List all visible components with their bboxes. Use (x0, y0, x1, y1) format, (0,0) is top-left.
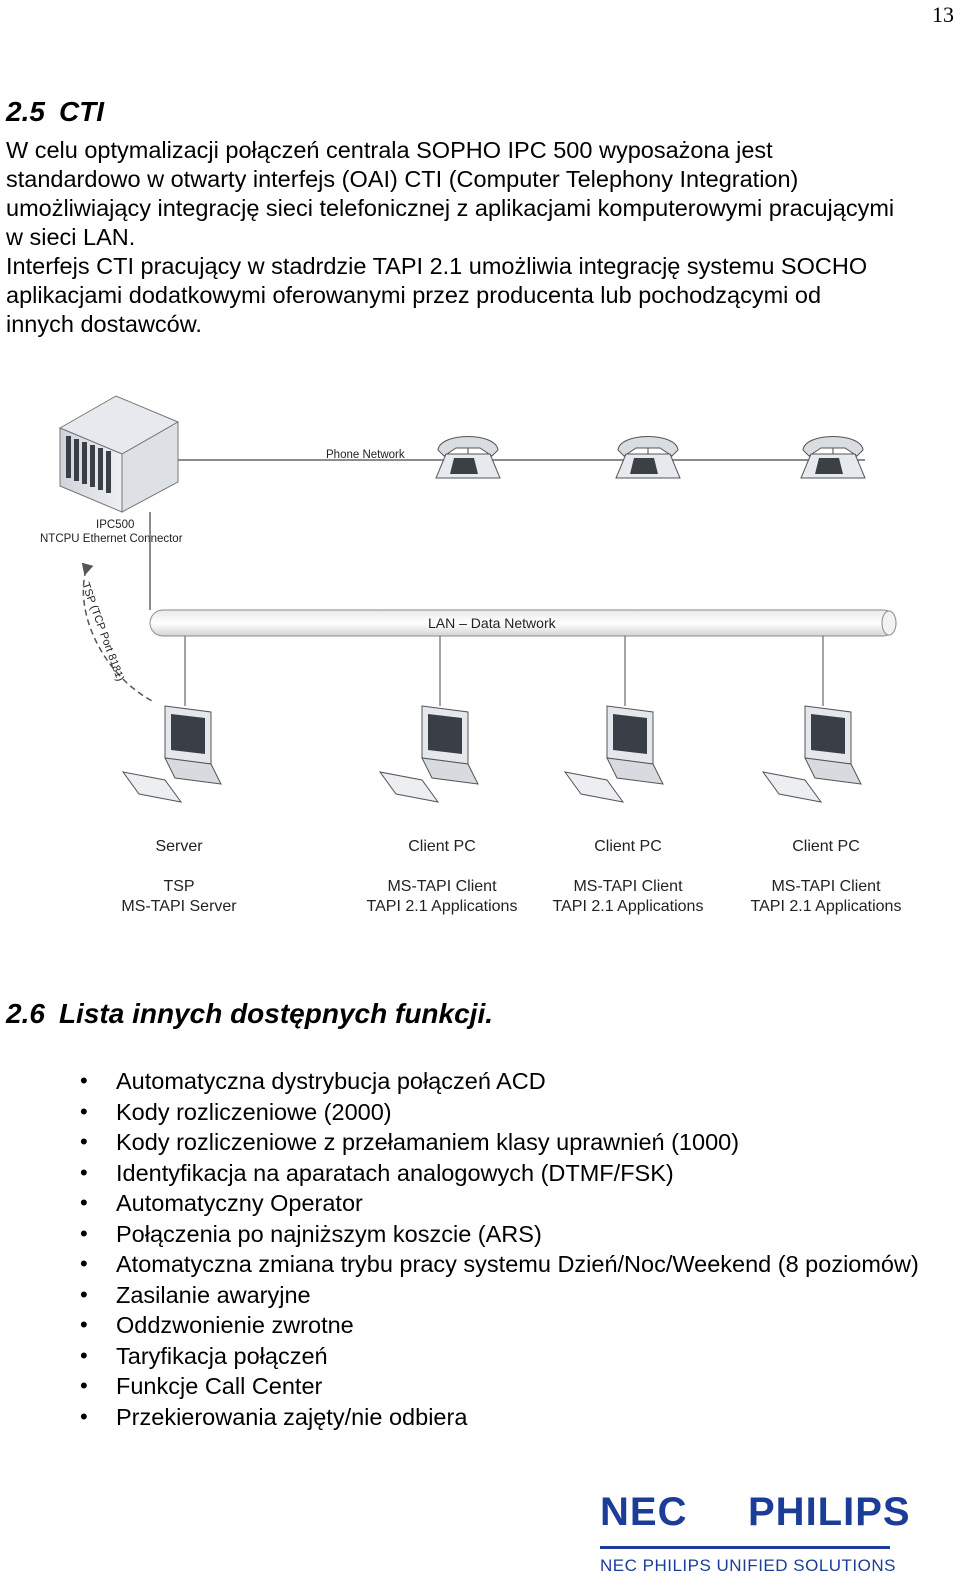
client-computer-icon (378, 705, 479, 803)
computer-role-line2: MS-TAPI Server (121, 898, 237, 915)
page-number: 13 (932, 2, 954, 27)
section-title: Lista innych dostępnych funkcji. (58, 998, 494, 1029)
section-number: 2.6 (6, 998, 45, 1029)
computer-role-line2: TAPI 2.1 Applications (751, 898, 902, 915)
computer-title: Client PC (594, 838, 662, 855)
diagram-canvas: Phone Network IPC500 NTCPU Ethernet Conn… (40, 395, 902, 915)
telephone-icon (435, 436, 501, 479)
list-item: Funkcje Call Center (80, 1371, 940, 1402)
computer-title: Server (155, 838, 203, 855)
computer-role-line2: TAPI 2.1 Applications (553, 898, 704, 915)
section-heading-functions: 2.6 Lista innych dostępnych funkcji. (6, 998, 493, 1030)
client-computer-icon (563, 705, 664, 803)
lan-pipe (149, 609, 897, 637)
nec-philips-logo: NEC PHILIPS NEC PHILIPS UNIFIED SOLUTION… (596, 1490, 910, 1588)
list-item: Kody rozliczeniowe z przełamaniem klasy … (80, 1127, 940, 1158)
features-list: Automatyczna dystrybucja połączeń ACD Ko… (80, 1066, 940, 1432)
telephone-icon (800, 436, 866, 479)
list-item: Kody rozliczeniowe (2000) (80, 1097, 940, 1128)
cti-network-diagram: Phone Network IPC500 NTCPU Ethernet Conn… (30, 384, 930, 944)
paragraph-line: umożliwiający integrację sieci telefonic… (6, 195, 895, 221)
list-item: Taryfikacja połączeń (80, 1341, 940, 1372)
list-item: Atomatyczna zmiana trybu pracy systemu D… (80, 1249, 940, 1280)
pbx-label: IPC500 (96, 519, 134, 531)
paragraph-line: w sieci LAN. (6, 224, 136, 250)
nec-logo-text: NEC (600, 1490, 688, 1534)
client-computer-icon (761, 705, 862, 803)
list-item: Automatyczny Operator (80, 1188, 940, 1219)
philips-logo-text: PHILIPS (748, 1490, 911, 1534)
section-title: CTI (58, 96, 105, 127)
section-heading-cti: 2.5 CTI (6, 96, 104, 128)
computer-role-line2: TAPI 2.1 Applications (367, 898, 518, 915)
list-item: Połączenia po najniższym koszcie (ARS) (80, 1219, 940, 1250)
paragraph-line: W celu optymalizacji połączeń centrala S… (6, 137, 773, 163)
lan-label: LAN – Data Network (428, 615, 557, 631)
telephone-icon (615, 436, 681, 479)
section-number: 2.5 (6, 96, 45, 127)
computer-title: Client PC (792, 838, 860, 855)
paragraph-line: Interfejs CTI pracujący w stadrdzie TAPI… (6, 253, 868, 279)
computer-role-line1: MS-TAPI Client (387, 878, 497, 895)
phone-network-label: Phone Network (326, 449, 405, 461)
pbx-cabinet-icon (58, 395, 180, 513)
server-computer-icon (121, 705, 222, 803)
list-item: Zasilanie awaryjne (80, 1280, 940, 1311)
cti-paragraph: W celu optymalizacji połączeń centrala S… (6, 136, 956, 339)
logo-tagline: NEC PHILIPS UNIFIED SOLUTIONS (600, 1556, 896, 1575)
tsp-arrow (81, 562, 155, 703)
paragraph-line: aplikacjami dodatkowymi oferowanymi prze… (6, 282, 822, 308)
computer-role-line1: MS-TAPI Client (573, 878, 683, 895)
computer-title: Client PC (408, 838, 476, 855)
list-item: Oddzwonienie zwrotne (80, 1310, 940, 1341)
list-item: Przekierowania zajęty/nie odbiera (80, 1402, 940, 1433)
list-item: Identyfikacja na aparatach analogowych (… (80, 1158, 940, 1189)
list-item: Automatyczna dystrybucja połączeń ACD (80, 1066, 940, 1097)
tsp-label: TSP (TCP Port 8181) (79, 581, 126, 683)
paragraph-line: standardowo w otwarty interfejs (OAI) CT… (6, 166, 799, 192)
computer-role-line1: MS-TAPI Client (771, 878, 881, 895)
computer-role-line1: TSP (163, 878, 194, 895)
logo-divider (600, 1546, 890, 1549)
pbx-connector-label: NTCPU Ethernet Connector (40, 533, 183, 545)
paragraph-line: innych dostawców. (6, 311, 202, 337)
